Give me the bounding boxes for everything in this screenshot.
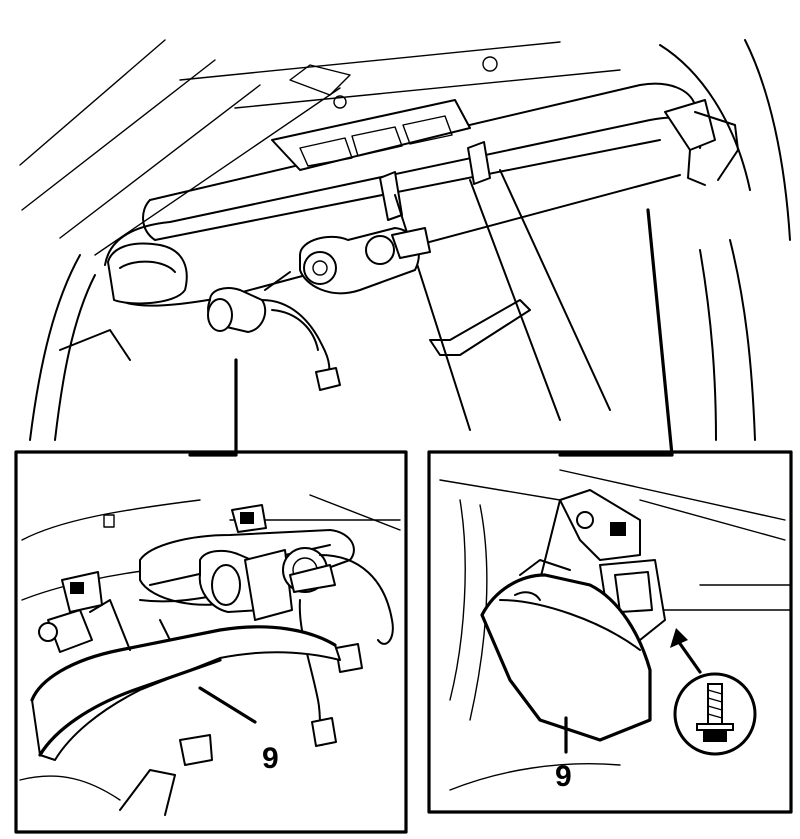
dashboard-lines xyxy=(19,39,791,441)
main-view xyxy=(19,39,791,457)
steering-column xyxy=(207,169,611,431)
bolt-icon xyxy=(673,672,757,756)
callout-label-left: 9 xyxy=(262,742,279,775)
right-detail-panel: 9 xyxy=(427,450,793,814)
left-detail-panel: 9 xyxy=(14,450,408,834)
callout-label-right: 9 xyxy=(555,760,572,793)
leader-lines xyxy=(188,208,674,457)
cross-car-beam xyxy=(104,82,739,307)
